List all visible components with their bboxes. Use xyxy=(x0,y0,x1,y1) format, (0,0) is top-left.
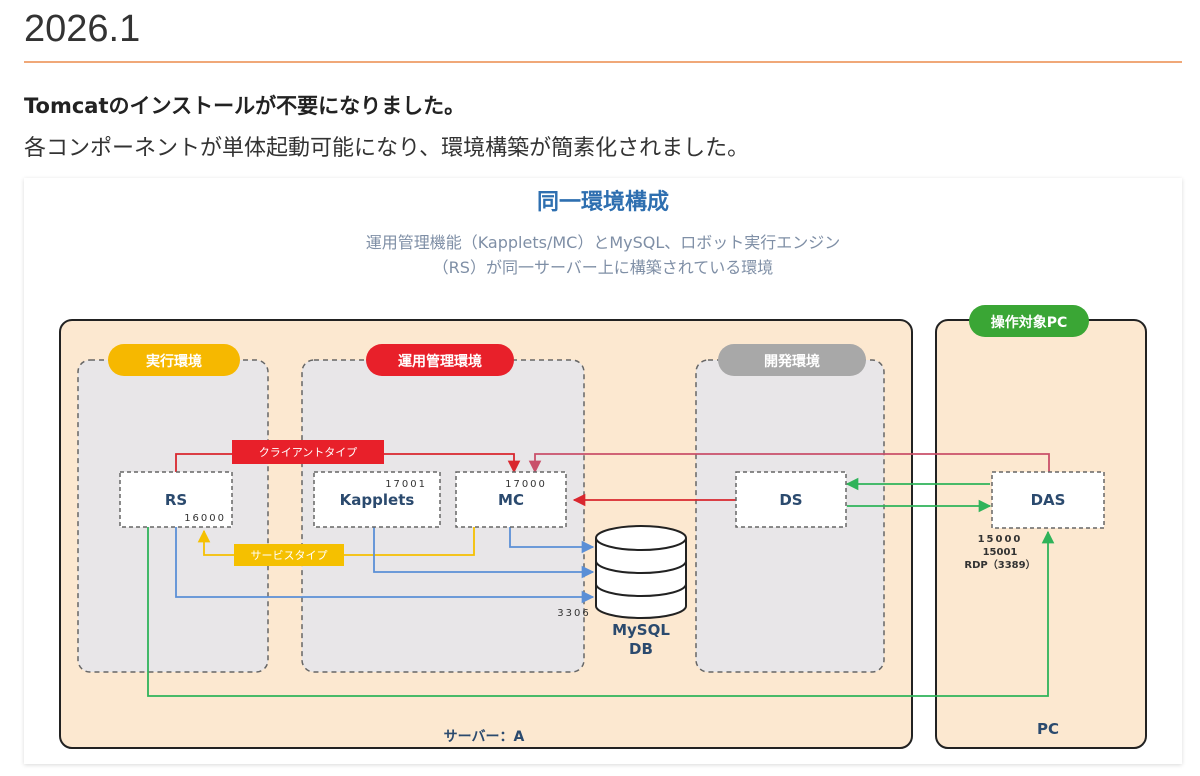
service-type-label-bg xyxy=(234,544,344,566)
rs-das-connector xyxy=(147,527,1055,697)
kapplets-db-connector xyxy=(373,527,595,579)
exec-zone-label: 実行環境 xyxy=(146,353,202,370)
das-node: DAS xyxy=(991,471,1105,529)
description: 各コンポーネントが単体起動可能になり、環境構築が簡素化されました。 xyxy=(24,136,750,161)
mc-label: MC xyxy=(498,491,524,509)
diagram-subtitle-line1: 運用管理機能（Kapplets/MC）とMySQL、ロボット実行エンジン xyxy=(366,233,841,252)
server-label: サーバー：A xyxy=(444,729,525,745)
das-label: DAS xyxy=(1031,491,1066,509)
ds-node: DS xyxy=(735,471,847,528)
dev-zone-label: 開発環境 xyxy=(764,353,820,370)
architecture-diagram: 同一環境構成 運用管理機能（Kapplets/MC）とMySQL、ロボット実行エ… xyxy=(24,178,1182,764)
db-port: 3306 xyxy=(557,608,590,619)
client-type-label: クライアントタイプ xyxy=(259,446,358,459)
service-type-label: サービスタイプ xyxy=(251,549,328,562)
pc-box xyxy=(935,319,1147,749)
headline: Tomcatのインストールが不要になりました。 xyxy=(24,94,466,118)
exec-zone-badge xyxy=(108,344,240,376)
diagram-canvas: 同一環境構成 運用管理機能（Kapplets/MC）とMySQL、ロボット実行エ… xyxy=(59,189,1147,749)
das-port-15000: 15000 xyxy=(978,534,1023,545)
das-mc-connector xyxy=(528,453,1050,474)
client-type-label-bg xyxy=(232,440,384,464)
kapplets-label: Kapplets xyxy=(340,491,415,509)
das-port-rdp: RDP（3389） xyxy=(964,558,1035,571)
rs-label: RS xyxy=(165,491,187,509)
rs-port: 16000 xyxy=(184,513,226,524)
dev-zone-badge xyxy=(718,344,866,376)
mc-port: 17000 xyxy=(505,479,547,490)
ds-label: DS xyxy=(779,491,802,509)
db-label-mysql: MySQL xyxy=(612,621,670,639)
pc-label: PC xyxy=(1037,720,1059,738)
mc-db-connector xyxy=(509,527,595,554)
ops-zone-badge xyxy=(366,344,514,376)
mc-node: 17000 MC xyxy=(455,471,567,528)
kapplets-port: 17001 xyxy=(385,479,427,490)
rs-db-connector xyxy=(175,527,595,604)
mysql-db-icon xyxy=(595,525,687,619)
diagram-title: 同一環境構成 xyxy=(537,189,669,215)
kapplets-node: 17001 Kapplets xyxy=(313,471,441,528)
rs-node: RS 16000 xyxy=(119,471,233,528)
pc-badge-label: 操作対象PC xyxy=(991,314,1068,331)
heading-divider xyxy=(24,61,1182,63)
diagram-subtitle-line2: （RS）が同一サーバー上に構築されている環境 xyxy=(433,258,774,277)
db-label-db: DB xyxy=(629,640,653,658)
pc-badge xyxy=(969,305,1089,337)
version-heading: 2026.1 xyxy=(24,8,141,50)
das-port-15001: 15001 xyxy=(983,547,1018,558)
ops-zone-label: 運用管理環境 xyxy=(398,353,482,370)
